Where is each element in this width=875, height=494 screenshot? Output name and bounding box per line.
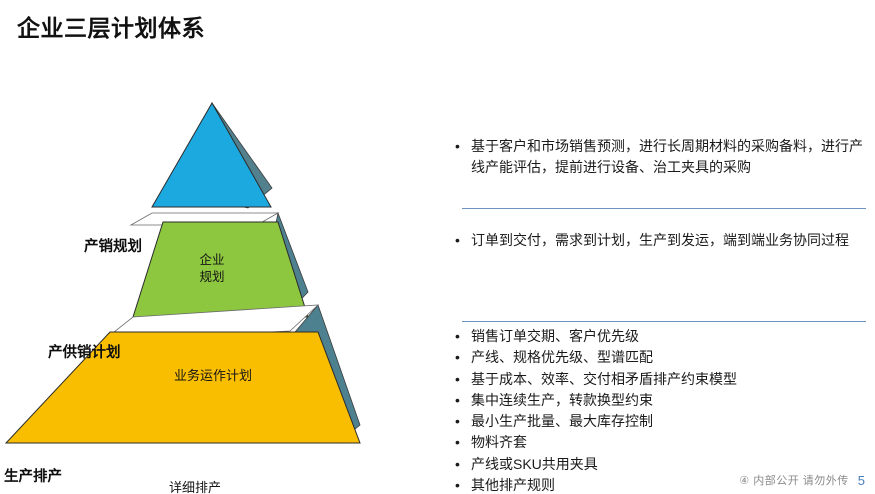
tier-caption-bottom: 生产排产 bbox=[4, 469, 62, 485]
bullet-text: 产线、规格优先级、型谱匹配 bbox=[471, 349, 653, 366]
bullet-text: 产线或SKU共用夹具 bbox=[471, 455, 598, 472]
list-item: • 产线、规格优先级、型谱匹配 bbox=[455, 347, 870, 368]
tier-label-top: 企业 规划 bbox=[176, 252, 248, 286]
slide-footer: ④ 内部公开 请勿外传 5 bbox=[739, 472, 865, 488]
pyramid-top-front-face bbox=[151, 101, 272, 208]
bullet-marker: • bbox=[455, 232, 460, 248]
list-item: • 其他排产规则 bbox=[455, 475, 870, 494]
list-item: • 订单到交付，需求到计划，生产到发运，端到端业务协同过程 bbox=[455, 230, 870, 251]
bullet-marker: • bbox=[455, 476, 460, 493]
bullet-text: 集中连续生产，转款换型约束 bbox=[471, 391, 653, 408]
bullet-marker: • bbox=[455, 434, 460, 451]
tier-label-middle: 业务运作计划 bbox=[173, 368, 252, 383]
bullet-marker: • bbox=[455, 391, 460, 408]
bullet-marker: • bbox=[455, 413, 460, 430]
list-item: • 基于客户和市场销售预测，进行长周期材料的采购备料，进行产线产能评估，提前进行… bbox=[455, 136, 870, 179]
list-item: • 产线或SKU共用夹具 bbox=[455, 454, 870, 475]
section-divider-1 bbox=[462, 208, 866, 209]
list-item: • 物料齐套 bbox=[455, 432, 870, 453]
bullet-marker: • bbox=[455, 328, 460, 344]
list-item: • 销售订单交期、客户优先级 bbox=[455, 326, 870, 347]
pyramid-bottom-front-face bbox=[4, 331, 361, 444]
bullet-marker: • bbox=[455, 455, 460, 472]
tier-caption-top: 产销规划 bbox=[84, 239, 142, 255]
tier-label-bottom: 详细排产 bbox=[168, 480, 221, 494]
tier-label-top-line1: 企业 bbox=[199, 253, 225, 267]
list-item: • 基于成本、效率、交付相矛盾排产约束模型 bbox=[455, 369, 870, 390]
bullet-marker: • bbox=[455, 370, 460, 387]
pyramid-diagram: 产销规划 产供销计划 生产排产 企业 规划 业务运作计划 详细排产 bbox=[0, 95, 420, 494]
bullet-block-planning: • 基于客户和市场销售预测，进行长周期材料的采购备料，进行产线产能评估，提前进行… bbox=[455, 136, 870, 179]
bullet-marker: • bbox=[455, 349, 460, 366]
bullet-marker: • bbox=[455, 138, 460, 154]
bullet-block-operations: • 订单到交付，需求到计划，生产到发运，端到端业务协同过程 bbox=[455, 230, 870, 251]
bullet-text: 其他排产规则 bbox=[471, 476, 555, 493]
tier-caption-middle: 产供销计划 bbox=[48, 345, 121, 361]
bullet-text: 基于成本、效率、交付相矛盾排产约束模型 bbox=[471, 370, 737, 387]
list-item: • 集中连续生产，转款换型约束 bbox=[455, 390, 870, 411]
bullet-block-scheduling: • 销售订单交期、客户优先级 • 产线、规格优先级、型谱匹配 • 基于成本、效率… bbox=[455, 326, 870, 494]
list-item: • 最小生产批量、最大库存控制 bbox=[455, 411, 870, 432]
confidentiality-mark: ④ 内部公开 请勿外传 bbox=[739, 475, 849, 487]
tier-label-top-line2: 规划 bbox=[199, 269, 225, 284]
bullet-text: 最小生产批量、最大库存控制 bbox=[471, 413, 653, 430]
bullet-text: 物料齐套 bbox=[471, 434, 527, 451]
bullet-text: 基于客户和市场销售预测，进行长周期材料的采购备料，进行产线产能评估，提前进行设备… bbox=[471, 138, 863, 176]
bullet-text: 销售订单交期、客户优先级 bbox=[471, 328, 639, 344]
bullet-text: 订单到交付，需求到计划，生产到发运，端到端业务协同过程 bbox=[471, 232, 849, 248]
page-number: 5 bbox=[857, 472, 865, 488]
section-divider-2 bbox=[462, 321, 866, 322]
page-title: 企业三层计划体系 bbox=[17, 15, 205, 41]
